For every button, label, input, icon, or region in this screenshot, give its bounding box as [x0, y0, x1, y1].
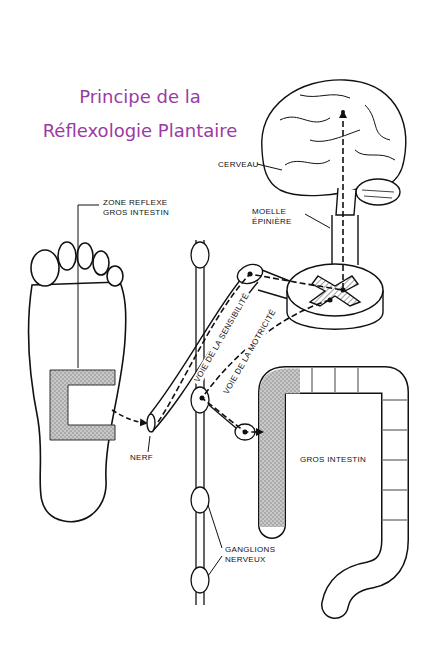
part-label: GANGLIONS NERVEUX [225, 545, 277, 565]
cord-leader [305, 214, 330, 228]
sensory-pathway [158, 112, 343, 422]
nerve-leader [148, 436, 150, 452]
part-label: GROS INTESTIN [300, 455, 366, 465]
foot [29, 242, 126, 522]
motor-pathway [202, 300, 330, 432]
zone-label: ZONE REFLEXE GROS INTESTIN [103, 198, 175, 218]
zone-leader [78, 205, 99, 368]
brain [262, 80, 406, 215]
ganglion-leader [208, 505, 222, 576]
diagram-title: Principe de la Réflexologie Plantaire [30, 80, 250, 148]
part-label: MOELLE ÉPINIÈRE [252, 207, 304, 227]
part-label: CERVEAU [218, 160, 259, 170]
part-label: NERF [130, 453, 153, 463]
reflex-zone [50, 370, 115, 440]
brain-leader [257, 164, 282, 170]
pathway-dots [200, 110, 346, 435]
zone-dashed-arrow [112, 410, 146, 423]
large-intestine [272, 368, 407, 605]
